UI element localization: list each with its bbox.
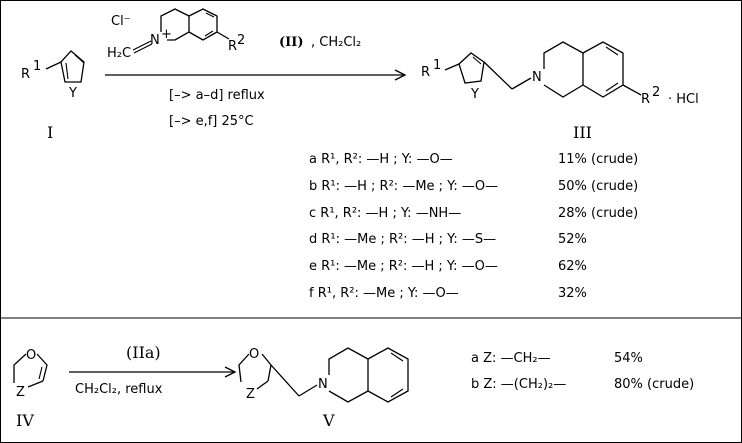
r2-reagent-label: R [228, 39, 237, 54]
o-label-v: O [249, 347, 259, 362]
r2-product-superscript: 2 [652, 85, 660, 100]
entry-e-yield: 62% [558, 259, 587, 274]
entry-e-substituents: e R¹: —Me ; R²: —H ; Y: —O— [309, 259, 498, 274]
solvent-label: , CH₂Cl₂ [311, 35, 361, 50]
entry-iv-a-substituents: a Z: —CH₂— [471, 351, 551, 366]
z-label-v: Z [246, 387, 255, 402]
entry-b-substituents: b R¹: —H ; R²: —Me ; Y: —O— [309, 179, 498, 194]
top-entries-table: a R¹, R²: —H ; Y: —O— 11% (crude) b R¹: … [309, 152, 638, 301]
condition-e-f: [–> e,f] 25°C [169, 114, 254, 129]
r2-reagent-superscript: 2 [237, 33, 245, 48]
compound-III-label: III [573, 123, 592, 142]
entry-c-substituents: c R¹, R²: —H ; Y: —NH— [309, 206, 461, 221]
reagent-II-structure: Cl⁻ H₂C N + R 2 [107, 8, 245, 61]
r1-superscript: 1 [33, 59, 41, 74]
condition-a-d: [–> a–d] reflux [169, 88, 265, 103]
counterion-label: Cl⁻ [111, 14, 131, 29]
compound-IV-label: IV [16, 411, 34, 430]
entry-a-yield: 11% (crude) [558, 152, 638, 167]
r1-label: R [21, 67, 30, 82]
product-V-structure: O Z N [238, 347, 409, 403]
entry-d-yield: 52% [558, 232, 587, 247]
compound-V-label: V [322, 411, 335, 430]
y-label: Y [68, 86, 77, 101]
hcl-label: · HCl [668, 92, 699, 107]
r1-product-superscript: 1 [433, 58, 441, 73]
reactant-I-structure: R 1 Y [21, 50, 85, 101]
entry-iv-b-substituents: b Z: —(CH₂)₂— [471, 377, 566, 392]
entry-iv-b-yield: 80% (crude) [614, 377, 694, 392]
reactant-IV-structure: O Z [13, 348, 48, 400]
product-III-structure: R 1 Y N R 2 · HCl [421, 41, 699, 107]
entry-iv-a-yield: 54% [614, 351, 643, 366]
h2c-label: H₂C [107, 46, 131, 61]
bottom-entries-table: a Z: —CH₂— 54% b Z: —(CH₂)₂— 80% (crude) [471, 351, 694, 392]
iminium-n-label: N [150, 33, 160, 48]
entry-a-substituents: a R¹, R²: —H ; Y: —O— [309, 152, 453, 167]
entry-f-yield: 32% [558, 286, 587, 301]
compound-I-label: I [47, 123, 53, 142]
entry-c-yield: 28% (crude) [558, 206, 638, 221]
o-label-iv: O [26, 348, 36, 363]
reagent-IIa-label: (IIa) [126, 343, 161, 362]
entry-f-substituents: f R¹, R²: —Me ; Y: —O— [309, 286, 459, 301]
z-label-iv: Z [16, 385, 25, 400]
bottom-arrow [69, 366, 237, 378]
y-product-label: Y [470, 87, 479, 102]
charge-label: + [161, 27, 172, 42]
reagent-II-label: (II) [279, 35, 303, 50]
bottom-conditions: CH₂Cl₂, reflux [75, 382, 163, 397]
entry-d-substituents: d R¹: —Me ; R²: —H ; Y: —S— [309, 232, 496, 247]
amine-n-label: N [532, 70, 542, 85]
entry-b-yield: 50% (crude) [558, 179, 638, 194]
top-arrow [105, 69, 407, 81]
r2-product-label: R [641, 92, 650, 107]
amine-n-label-v: N [318, 377, 328, 392]
r1-product-label: R [421, 65, 430, 80]
